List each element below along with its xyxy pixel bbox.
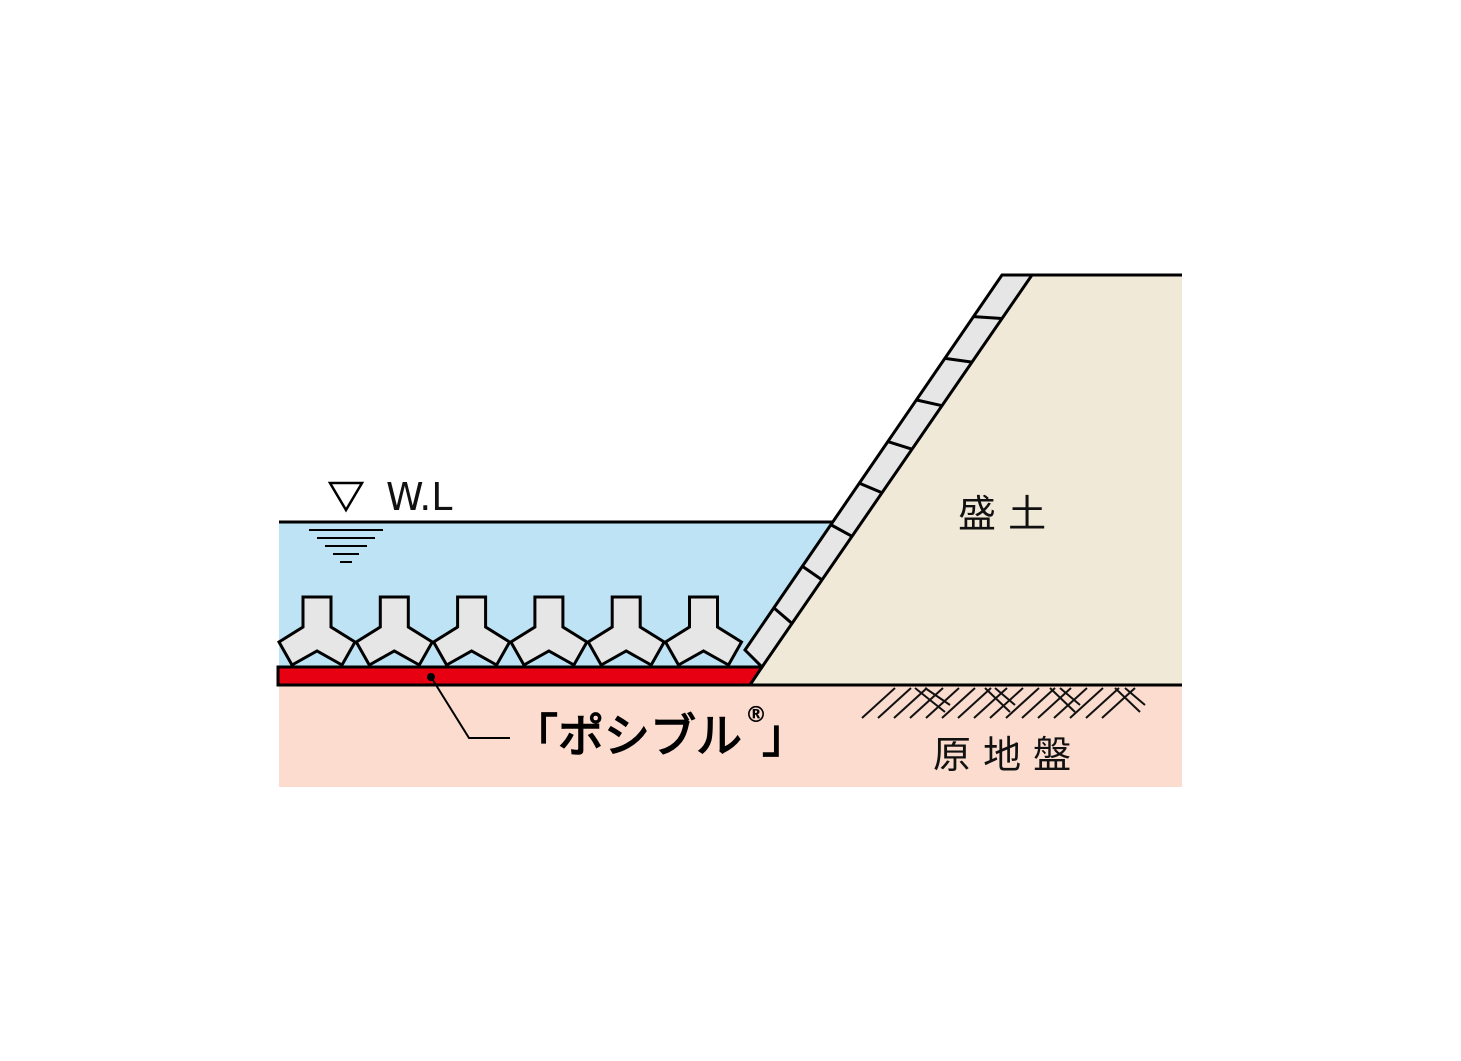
slope-block-joint bbox=[859, 481, 883, 495]
hatch-line bbox=[1005, 687, 1040, 719]
hatch-line bbox=[984, 687, 1011, 713]
slope-block-joint bbox=[973, 315, 1003, 321]
hatch-line bbox=[924, 687, 951, 706]
water-level-lines bbox=[309, 529, 383, 563]
leader-line bbox=[430, 676, 510, 739]
hatch-line bbox=[909, 687, 944, 719]
original-ground bbox=[279, 685, 1182, 787]
water-level-triangle-icon bbox=[327, 481, 365, 513]
tetrapod bbox=[431, 595, 512, 668]
hatch-line bbox=[1053, 687, 1088, 719]
tetrapod bbox=[276, 595, 358, 668]
hatch-line bbox=[861, 687, 896, 719]
product-label: 「ポシブル bbox=[512, 709, 742, 763]
slope-block-joint bbox=[887, 440, 913, 451]
posibull-mat bbox=[276, 665, 765, 687]
tetrapod bbox=[354, 595, 435, 668]
water-level-label: W.L bbox=[386, 475, 452, 519]
hatch-line bbox=[957, 687, 992, 719]
tetrapod bbox=[508, 595, 589, 668]
slope-block-joint bbox=[830, 523, 853, 538]
hatch-line bbox=[1069, 687, 1104, 719]
slope-block-joint bbox=[773, 607, 793, 625]
slope-block-joint bbox=[916, 398, 943, 408]
tetrapod bbox=[663, 595, 744, 668]
hatch-line bbox=[1085, 687, 1120, 719]
hatch-line bbox=[1124, 687, 1146, 706]
tetrapods bbox=[276, 595, 744, 668]
hatch-line bbox=[914, 687, 946, 713]
hatch-line bbox=[1059, 687, 1081, 706]
embankment bbox=[750, 275, 1182, 685]
tetrapod bbox=[586, 595, 667, 668]
hatch-line bbox=[1114, 687, 1141, 713]
hatch-line bbox=[1049, 687, 1076, 713]
product-registered-mark: ® bbox=[745, 703, 767, 728]
hatch-line bbox=[941, 687, 976, 719]
slope-block-joint bbox=[802, 565, 823, 582]
product-label-close: 」 bbox=[762, 709, 808, 763]
original-ground-label: 原 地 盤 bbox=[933, 733, 1071, 777]
hatch-line bbox=[1021, 687, 1056, 719]
embankment-label: 盛 土 bbox=[958, 492, 1046, 536]
ground-hatching bbox=[861, 687, 1146, 719]
slope-block-joint bbox=[944, 356, 973, 364]
hatch-line bbox=[989, 687, 1024, 719]
hatch-line bbox=[925, 687, 960, 719]
hatch-line bbox=[994, 687, 1016, 706]
hatch-line bbox=[877, 687, 912, 719]
